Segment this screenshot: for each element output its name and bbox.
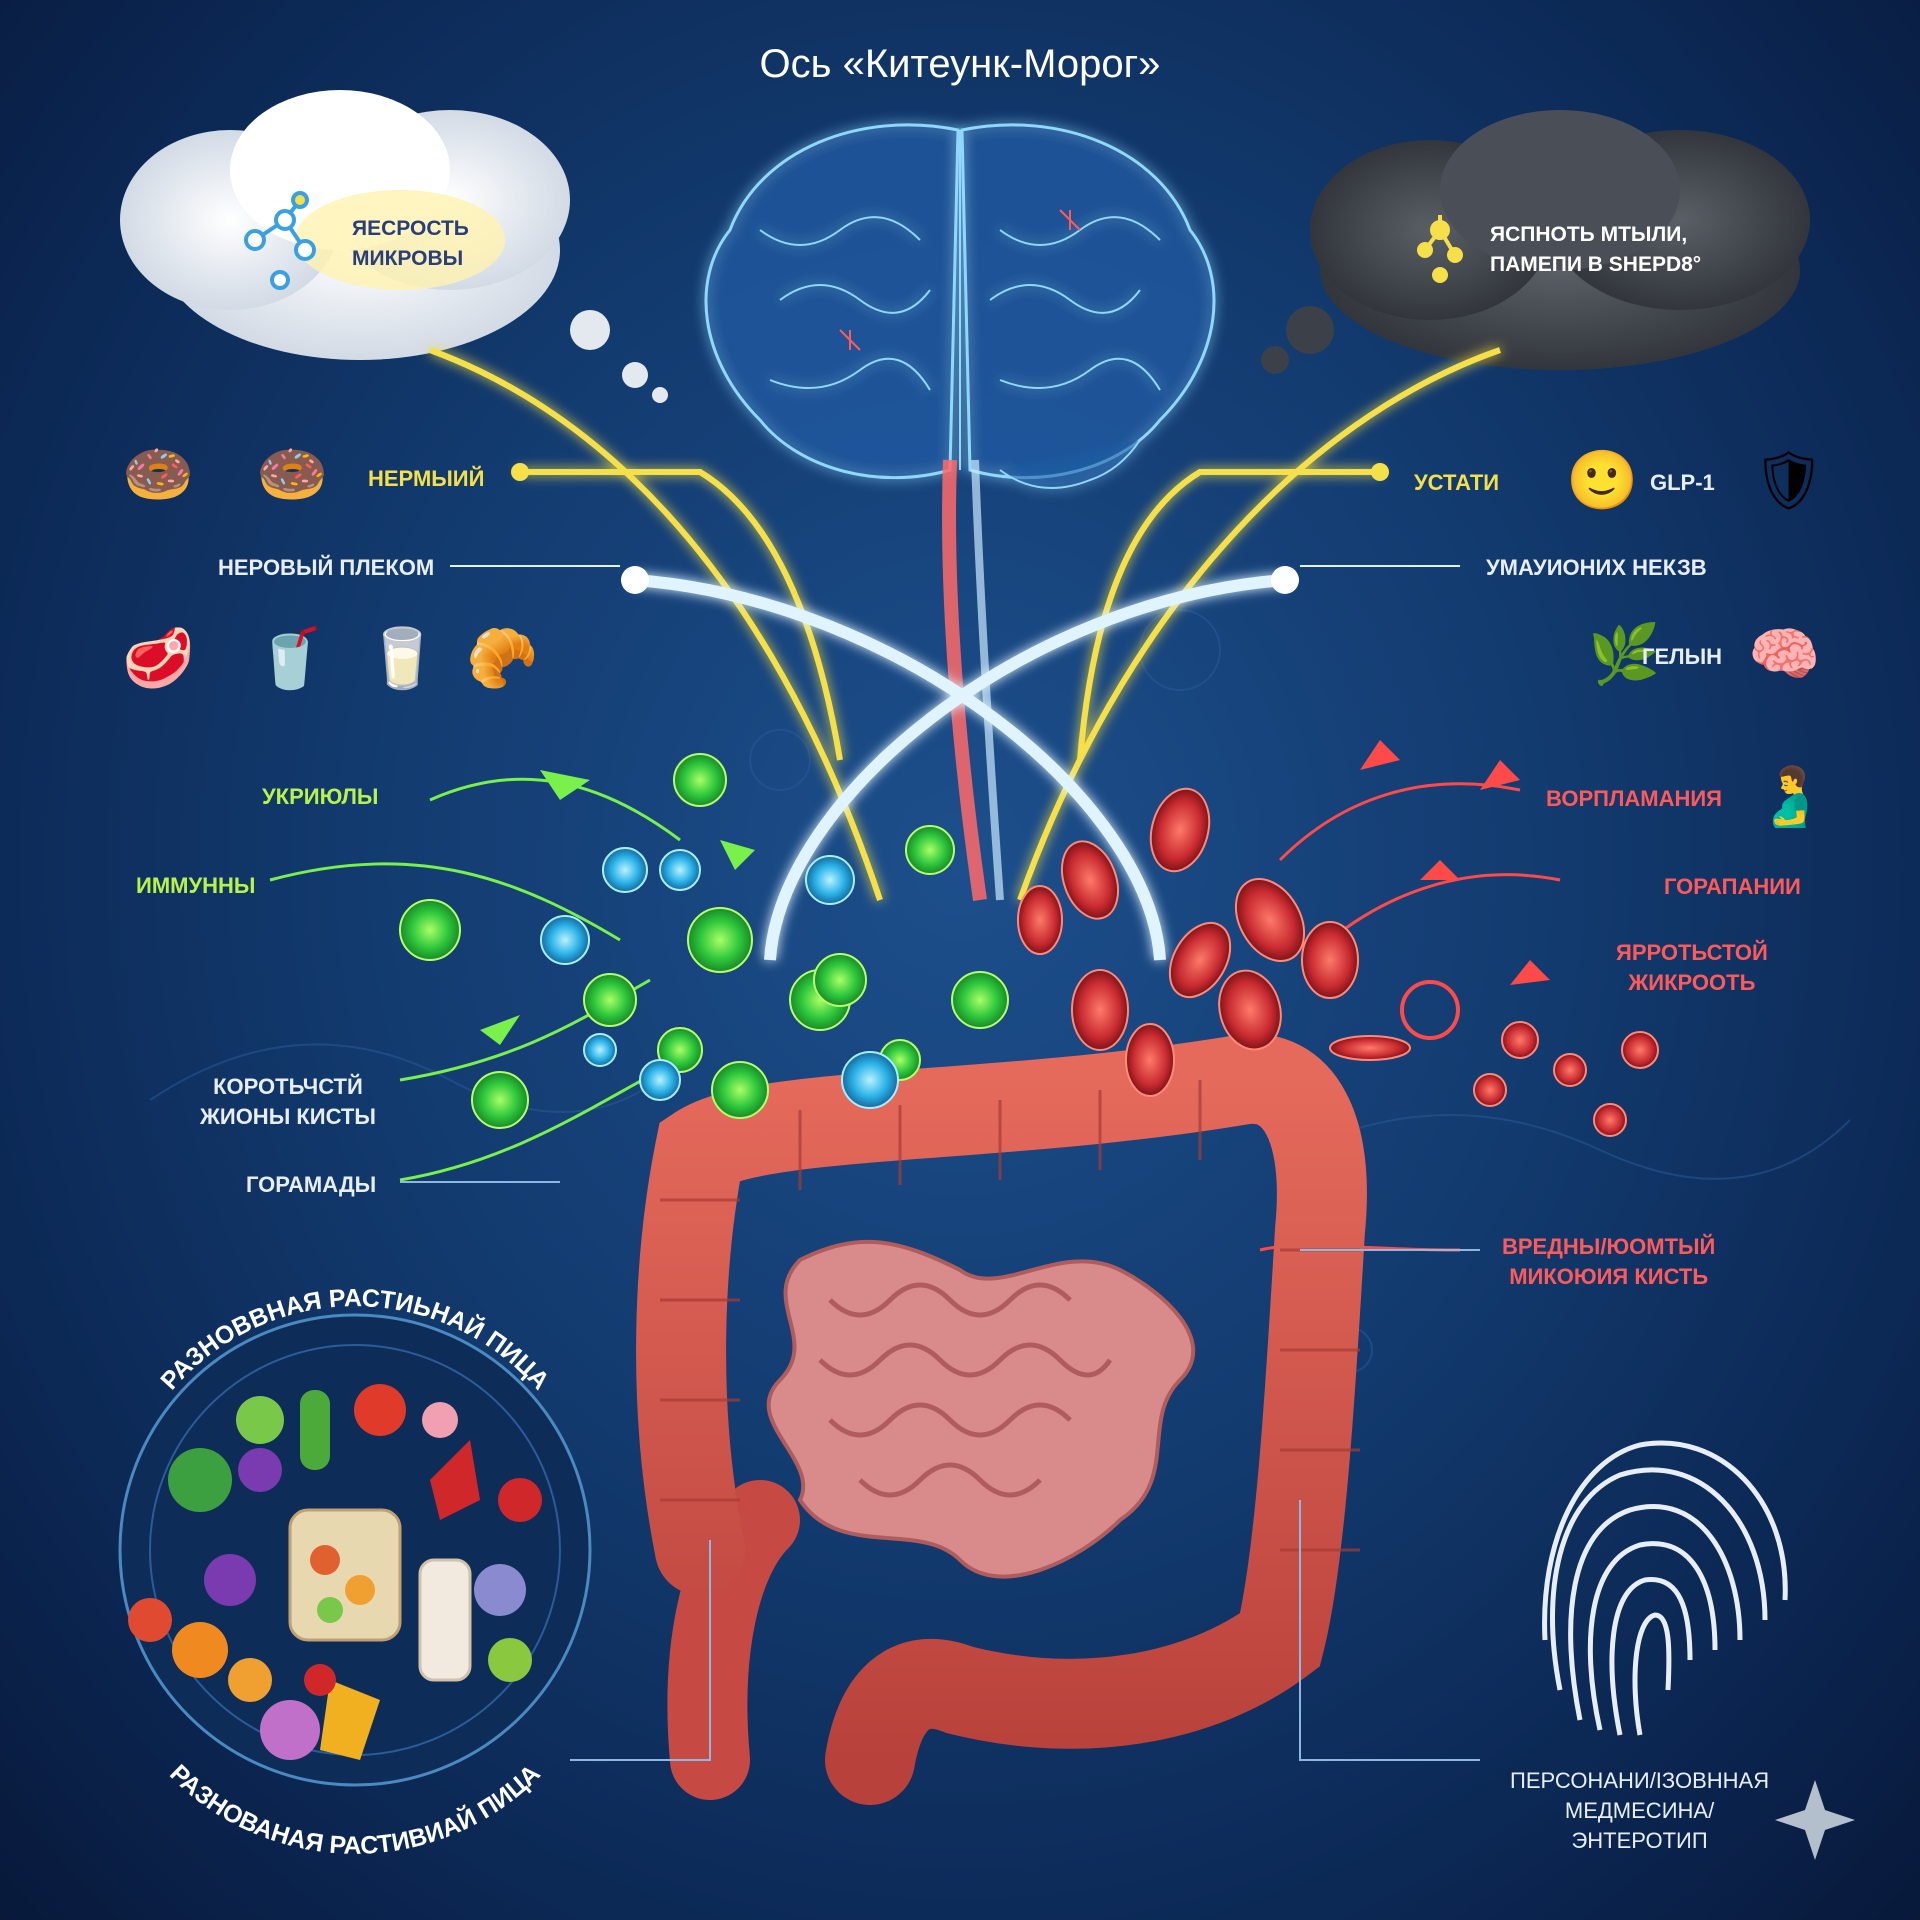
label-gelin: ГЕЛЫН <box>1642 644 1723 669</box>
brain <box>704 123 1216 489</box>
label-personalized-medicine: ПЕРСОНАНИ/ІЗОВННАЯ МЕДМЕСИНА/ ЭНТЕРОТИП <box>1510 1766 1769 1856</box>
label-inflammation: ВОРПЛАМАНИЯ <box>1546 786 1722 811</box>
personal-line1: ПЕРСОНАНИ/ІЗОВННАЯ <box>1510 1768 1770 1793</box>
right-cloud-line2: ПАМЕПИ В SHEPD8° <box>1490 253 1702 276</box>
label-yarrost: ЯРРОТЬСТОЙ ЖИКРООТЬ <box>1616 938 1768 998</box>
label-ukri: УКРИЮЛЫ <box>262 784 379 809</box>
page-title: Ось «Китеунк-Морог» <box>759 42 1161 86</box>
harmful-line1: ВРЕДНЫ/ЮОМТЫЙ <box>1502 1234 1716 1259</box>
left-cloud-line2: МИКРОВЫ <box>352 247 464 270</box>
label-ustati: УСТАТИ <box>1414 470 1500 495</box>
right-cloud-text: ЯСПНОТЬ МТЫЛИ, ПАМЕПИ В SHEPD8° <box>1490 220 1701 280</box>
brain-icon: 🧠 <box>1748 622 1821 687</box>
harmful-line2: МИКОЮИЯ КИСТЬ <box>1509 1264 1709 1289</box>
intestines <box>636 1033 1367 1805</box>
clarity-cloud-left <box>120 90 668 403</box>
yarrost-line1: ЯРРОТЬСТОЙ <box>1616 940 1768 965</box>
milk-carton-icon: 🥛 <box>366 626 439 691</box>
donut-icon: 🍩 <box>122 442 195 507</box>
label-harmful-microbes: ВРЕДНЫ/ЮОМТЫЙ МИКОЮИЯ КИСТЬ <box>1502 1232 1715 1292</box>
label-umay: УМАУИОНИХ НЕКЗВ <box>1486 555 1707 580</box>
fingerprint-icon <box>1542 1440 1788 1736</box>
label-short-chain: КОРОТЬЧСТЙ ЖИОНЫ КИСТЫ <box>200 1072 376 1132</box>
beneficial-microbes <box>399 753 1009 1129</box>
right-cloud-line1: ЯСПНОТЬ МТЫЛИ, <box>1490 223 1688 246</box>
smile-icon: 🙂 <box>1566 448 1639 513</box>
meat-icon: 🥩 <box>122 626 195 691</box>
label-immune: ИММУННЫ <box>136 873 256 898</box>
short-chain-line1: КОРОТЬЧСТЙ <box>213 1074 363 1099</box>
donut-icon-2: 🍩 <box>256 442 329 507</box>
short-chain-line2: ЖИОНЫ КИСТЫ <box>200 1104 376 1129</box>
soda-icon: 🥤 <box>254 626 327 691</box>
left-cloud-line1: ЯЕСРОСТЬ <box>352 217 469 240</box>
label-nermy: НЕРМЫИЙ <box>368 466 485 491</box>
personal-line3: ЭНТЕРОТИП <box>1571 1828 1708 1853</box>
leaf-icon: 🌿 <box>1588 622 1661 687</box>
label-gorapanii: ГОРАПАНИИ <box>1664 874 1801 899</box>
personal-line2: МЕДМЕСИНА/ <box>1564 1798 1715 1823</box>
yarrost-line2: ЖИКРООТЬ <box>1628 970 1756 995</box>
label-glp1: GLP-1 <box>1650 470 1715 495</box>
fog-cloud-right <box>1261 110 1810 374</box>
left-cloud-text: ЯЕСРОСТЬ МИКРОВЫ <box>352 214 469 274</box>
label-nervous-system: НЕРОВЫЙ ПЛЕКОМ <box>218 555 435 580</box>
label-hormones: ГОРАМАДЫ <box>246 1172 377 1197</box>
shield-icon: 🛡 <box>1752 448 1826 513</box>
plant-food-plate <box>118 1313 592 1787</box>
sparkle-icon <box>1775 1780 1855 1860</box>
stomach-icon: 🫃 <box>1754 764 1827 829</box>
snack-icon: 🥐 <box>466 626 539 691</box>
harmful-microbes <box>1017 787 1659 1137</box>
